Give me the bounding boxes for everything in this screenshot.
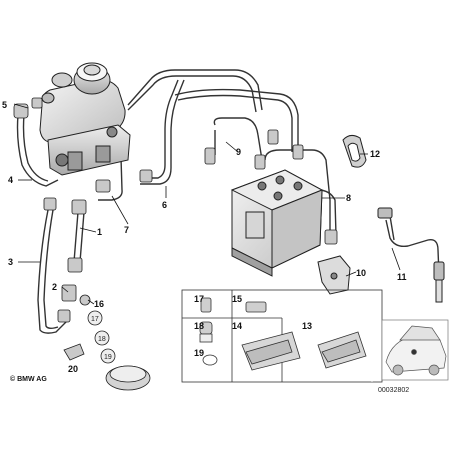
leader-lines — [13, 103, 401, 305]
pipe-fittings — [13, 97, 338, 391]
callout-17-ring: 17 — [91, 316, 99, 323]
callout-17: 17 — [194, 294, 204, 304]
callout-20: 20 — [68, 364, 78, 374]
master-cylinder — [47, 124, 131, 176]
callout-19-ring: 19 — [104, 354, 112, 361]
callout-14: 14 — [232, 321, 242, 331]
callout-19: 19 — [194, 348, 204, 358]
callout-16: 16 — [94, 299, 104, 309]
hydraulic-unit — [230, 169, 324, 277]
callout-8: 8 — [346, 193, 351, 203]
callout-1: 1 — [97, 227, 102, 237]
drawing-number: 00032802 — [378, 387, 409, 394]
copyright-text: © BMW AG — [10, 375, 47, 383]
callout-11: 11 — [397, 272, 407, 282]
brake-hose — [377, 207, 445, 303]
brake-fluid-reservoir — [39, 62, 126, 143]
vehicle-location-icon — [381, 319, 449, 381]
callout-18: 18 — [194, 321, 204, 331]
brake-pipes — [16, 69, 441, 334]
callout-7: 7 — [124, 225, 129, 235]
callout-15: 15 — [232, 294, 242, 304]
callout-18-ring: 18 — [98, 336, 106, 343]
mounting-bracket — [317, 255, 351, 295]
callout-6: 6 — [162, 200, 167, 210]
small-parts-inset — [181, 289, 383, 383]
callout-9: 9 — [236, 147, 241, 157]
callout-4: 4 — [8, 175, 13, 185]
callout-2: 2 — [52, 282, 57, 292]
grommet — [342, 134, 367, 168]
callout-12: 12 — [370, 149, 380, 159]
callout-3: 3 — [8, 257, 13, 267]
callout-10: 10 — [356, 268, 366, 278]
callout-13: 13 — [302, 321, 312, 331]
callouts: 1 2 3 4 5 6 7 8 9 10 11 12 13 14 15 16 1… — [2, 100, 407, 374]
callout-5: 5 — [2, 100, 7, 110]
